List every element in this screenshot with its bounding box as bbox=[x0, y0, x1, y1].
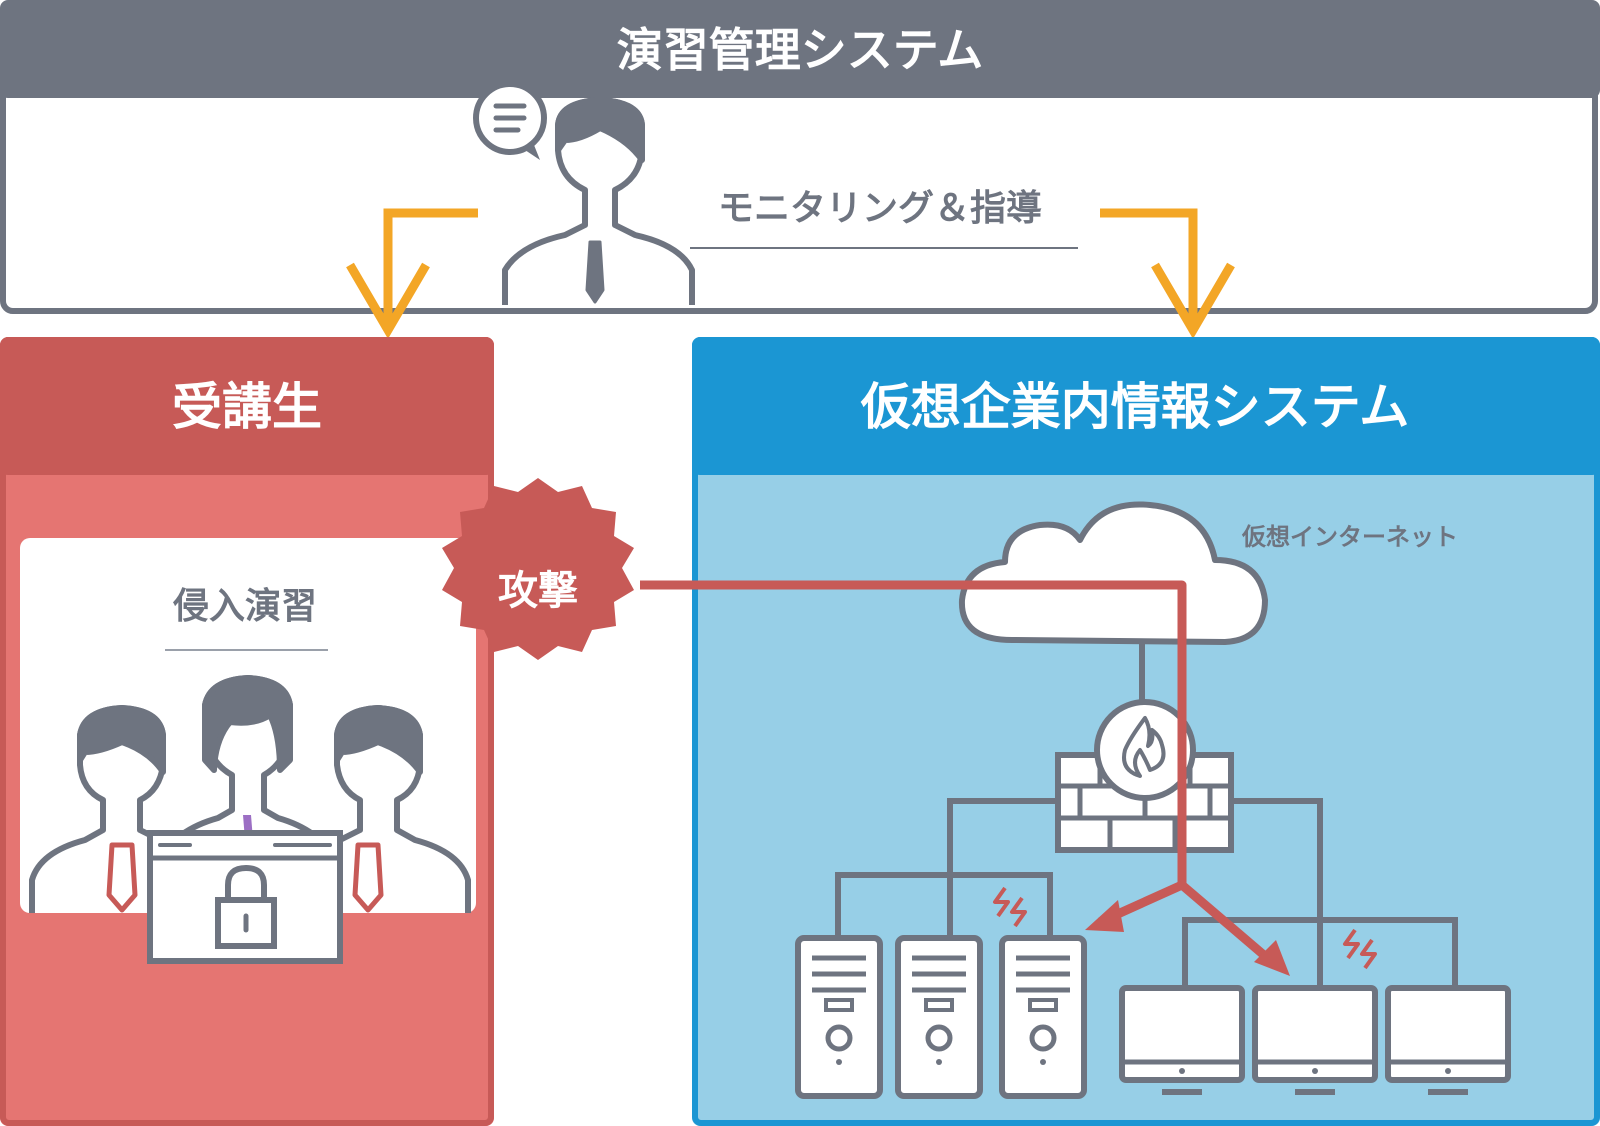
trainee-title: 受講生 bbox=[172, 378, 322, 436]
attack-starburst-icon bbox=[442, 478, 634, 660]
attack-badge: 攻撃 bbox=[442, 478, 634, 660]
corporate-panel-border bbox=[692, 337, 1600, 1126]
speech-bubble-icon bbox=[473, 81, 547, 160]
compromise-lightning-icon bbox=[993, 886, 1027, 928]
server-3-icon bbox=[999, 935, 1087, 1099]
pc-3-icon bbox=[1385, 985, 1511, 1095]
management-system-panel: 演習管理システム モニタリング＆指導 bbox=[0, 0, 1600, 314]
instruction-arrow-to-corporate bbox=[1100, 208, 1235, 339]
exercise-label: 侵入演習 bbox=[172, 586, 317, 627]
padlock-icon bbox=[215, 864, 277, 949]
flame-icon bbox=[1122, 716, 1166, 778]
pc-2-icon bbox=[1252, 985, 1378, 1095]
instructor-icon bbox=[502, 97, 695, 305]
corporate-title-bar bbox=[692, 337, 1600, 475]
server-1-icon bbox=[795, 935, 883, 1099]
management-title: 演習管理システム bbox=[617, 23, 984, 77]
firewall-icon bbox=[1055, 699, 1234, 853]
network-links bbox=[835, 798, 1458, 985]
server-2-icon bbox=[895, 935, 983, 1099]
trainee-panel: 受講生 侵入演習 bbox=[0, 337, 494, 1126]
compromise-lightning-icon-2 bbox=[1343, 928, 1377, 970]
instruction-arrow-to-trainee bbox=[346, 208, 478, 339]
trainee-panel-border bbox=[0, 337, 494, 1126]
attack-arrowhead-server bbox=[1085, 900, 1124, 932]
locked-browser-icon bbox=[147, 830, 343, 964]
trainee-title-bar bbox=[0, 337, 494, 475]
attack-arrowhead-pc bbox=[1254, 940, 1290, 976]
corporate-title: 仮想企業内情報システム bbox=[860, 378, 1410, 436]
corporate-system-panel: 仮想企業内情報システム 仮想インターネット bbox=[692, 337, 1600, 1126]
pc-1-icon bbox=[1119, 985, 1245, 1095]
internet-label: 仮想インターネット bbox=[1241, 523, 1458, 551]
monitoring-label: モニタリング＆指導 bbox=[718, 188, 1042, 229]
management-title-bar bbox=[0, 0, 1600, 98]
attack-label: 攻撃 bbox=[498, 568, 578, 614]
